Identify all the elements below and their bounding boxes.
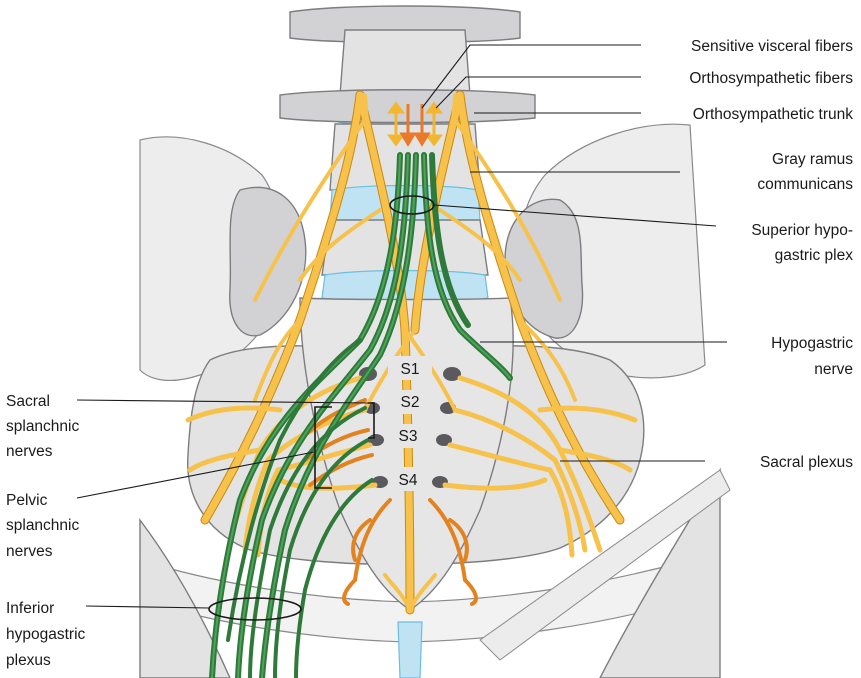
label-inferior-hypogastric-line3: plexus <box>6 652 51 669</box>
label-sacral-splanchnic-line1: Sacral <box>6 393 50 410</box>
label-pelvic-splanchnic-line3: nerves <box>6 543 53 560</box>
segment-s1: S1 <box>401 361 420 378</box>
coccyx-canal <box>398 622 422 678</box>
label-hypogastric-nerve-line1: Hypogastric <box>771 335 853 352</box>
label-pelvic-splanchnic-line1: Pelvic <box>6 492 48 509</box>
label-superior-hypogastric-line2: gastric plex <box>775 247 854 264</box>
label-hypogastric-nerve-line2: nerve <box>814 361 853 378</box>
label-sacral-plexus: Sacral plexus <box>760 454 853 471</box>
label-inferior-hypogastric-line1: Inferior <box>6 600 54 617</box>
vertebra-l4-body <box>340 30 470 95</box>
segment-s4: S4 <box>399 472 418 489</box>
label-sensitive-visceral-fibers: Sensitive visceral fibers <box>691 38 853 55</box>
label-gray-ramus-line1: Gray ramus <box>772 151 853 168</box>
label-orthosympathetic-fibers: Orthosympathetic fibers <box>689 70 853 87</box>
label-orthosympathetic-trunk: Orthosympathetic trunk <box>693 106 853 123</box>
label-inferior-hypogastric-line2: hypogastric <box>6 626 86 643</box>
label-pelvic-splanchnic-line2: splanchnic <box>6 517 79 534</box>
segment-s3: S3 <box>399 428 418 445</box>
label-sacral-splanchnic-line3: nerves <box>6 443 53 460</box>
left-ilium-inner <box>230 187 306 335</box>
label-sacral-splanchnic-line2: splanchnic <box>6 418 79 435</box>
segment-s2: S2 <box>401 394 420 411</box>
label-superior-hypogastric-line1: Superior hypo- <box>751 222 853 239</box>
label-gray-ramus-line2: communicans <box>757 176 853 193</box>
